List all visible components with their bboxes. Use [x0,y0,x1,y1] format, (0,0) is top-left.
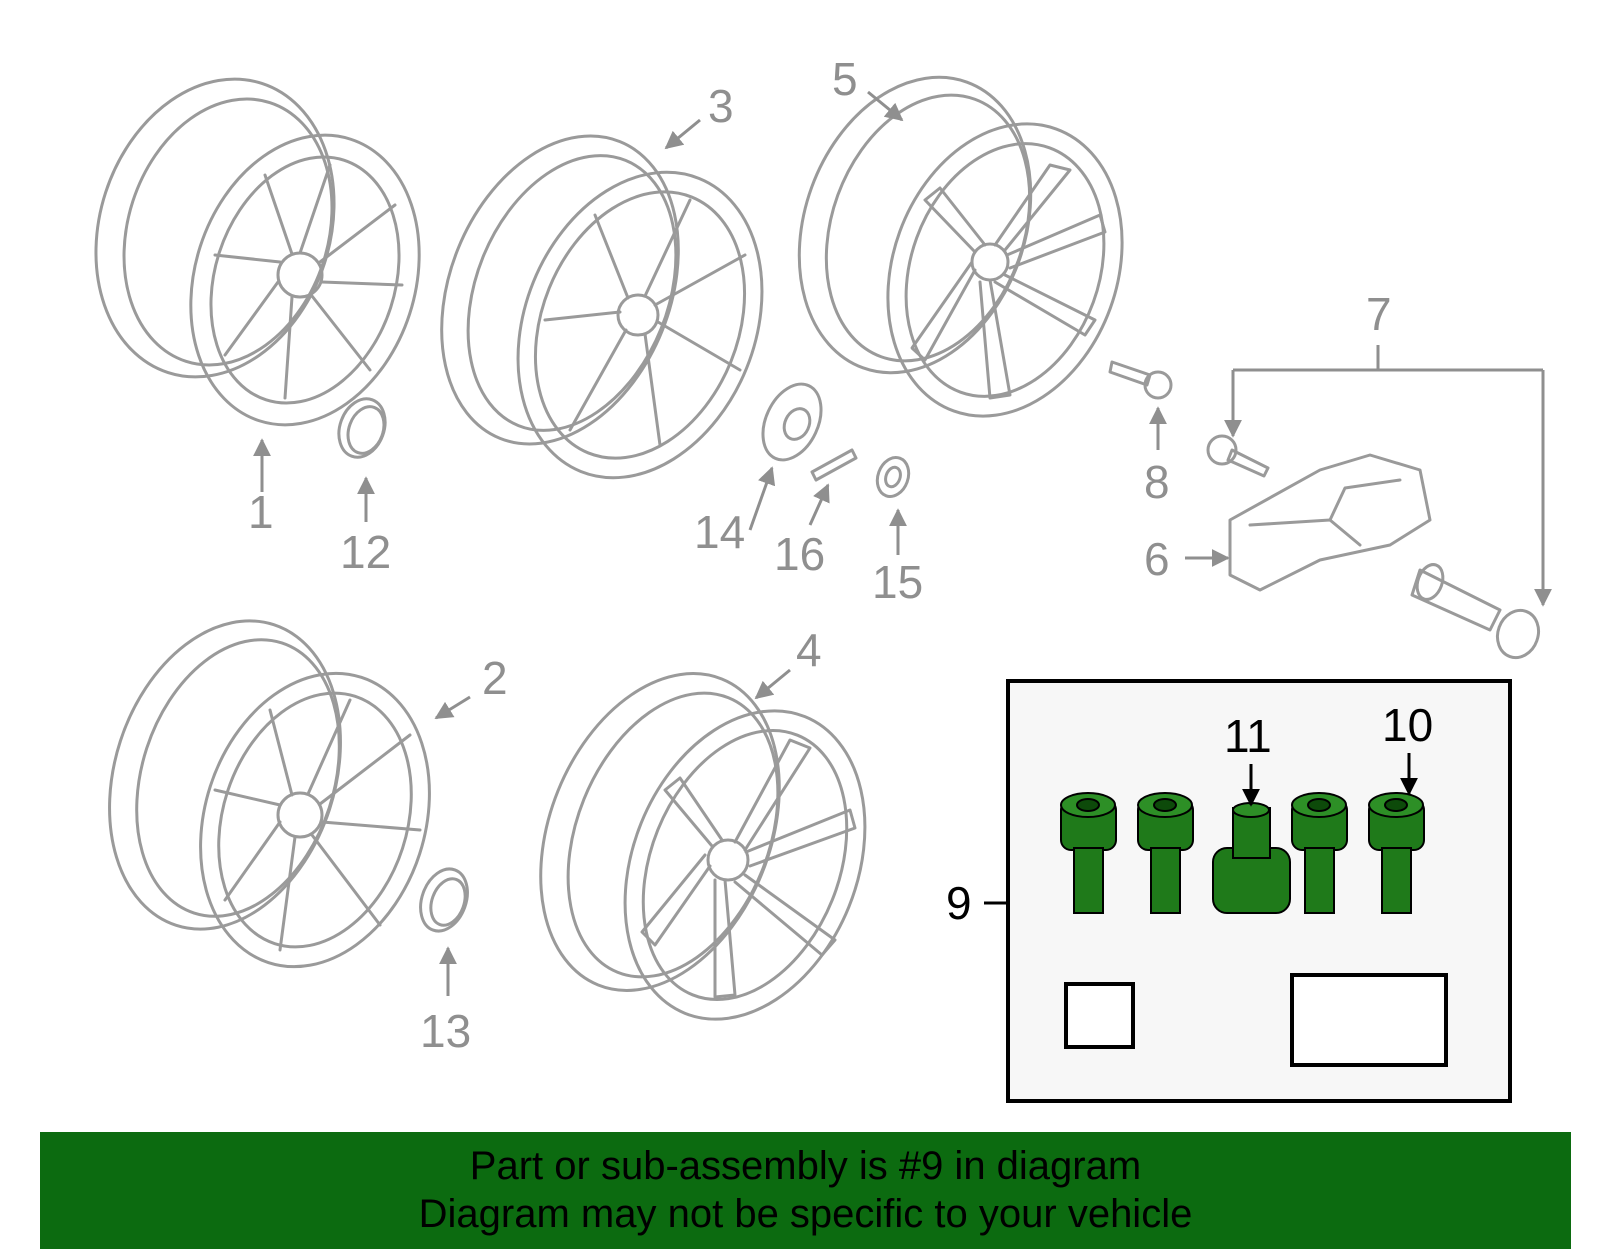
emblem-16 [810,448,858,482]
notice-banner: Part or sub-assembly is #9 in diagram Di… [40,1132,1571,1249]
kit-placeholder-large [1290,973,1448,1067]
callout-5: 5 [832,53,858,105]
callout-13: 13 [420,1005,471,1057]
callout-7: 7 [1366,288,1392,340]
callout-3: 3 [708,80,734,132]
washer-15 [875,456,911,498]
wheel-5 [797,75,1124,418]
leader-4 [754,668,791,700]
leader-16 [808,483,830,526]
kit-placeholder-small [1064,982,1135,1049]
lock-bolt-2 [1137,792,1194,914]
notice-line-1: Part or sub-assembly is #9 in diagram [469,1144,1142,1188]
wheel-4 [539,672,867,1021]
callout-15: 15 [872,556,923,608]
bolt-8 [1108,360,1173,400]
lock-bolt-3 [1291,792,1348,914]
wheel-2 [108,619,431,969]
leader-2 [434,695,471,720]
leader-5 [867,90,904,122]
leader-3 [664,118,701,150]
lock-bolt-10 [1368,792,1425,914]
callout-10: 10 [1382,699,1433,751]
leader-7 [1231,345,1545,596]
callout-1: 1 [248,486,274,538]
center-cap-14 [761,382,823,462]
notice-line-2: Diagram may not be specific to your vehi… [418,1192,1193,1236]
center-cap-12 [337,397,387,459]
callout-8: 8 [1144,456,1170,508]
callout-2: 2 [482,652,508,704]
lock-bolt-1 [1060,792,1117,914]
leader-14 [748,466,776,531]
callout-11: 11 [1224,710,1272,762]
callout-6: 6 [1144,533,1170,585]
callout-9: 9 [946,877,972,929]
wheel-3 [440,134,764,480]
wheel-1 [94,77,421,427]
callout-16: 16 [774,528,825,580]
lock-key-11 [1212,802,1291,914]
callout-4: 4 [796,624,822,676]
valve-stem [1410,563,1541,660]
tpms-sensor-6 [1228,453,1432,592]
tpms-bolt [1206,434,1270,478]
center-cap-13 [419,867,469,933]
callout-14: 14 [694,506,745,558]
callout-12: 12 [340,526,391,578]
